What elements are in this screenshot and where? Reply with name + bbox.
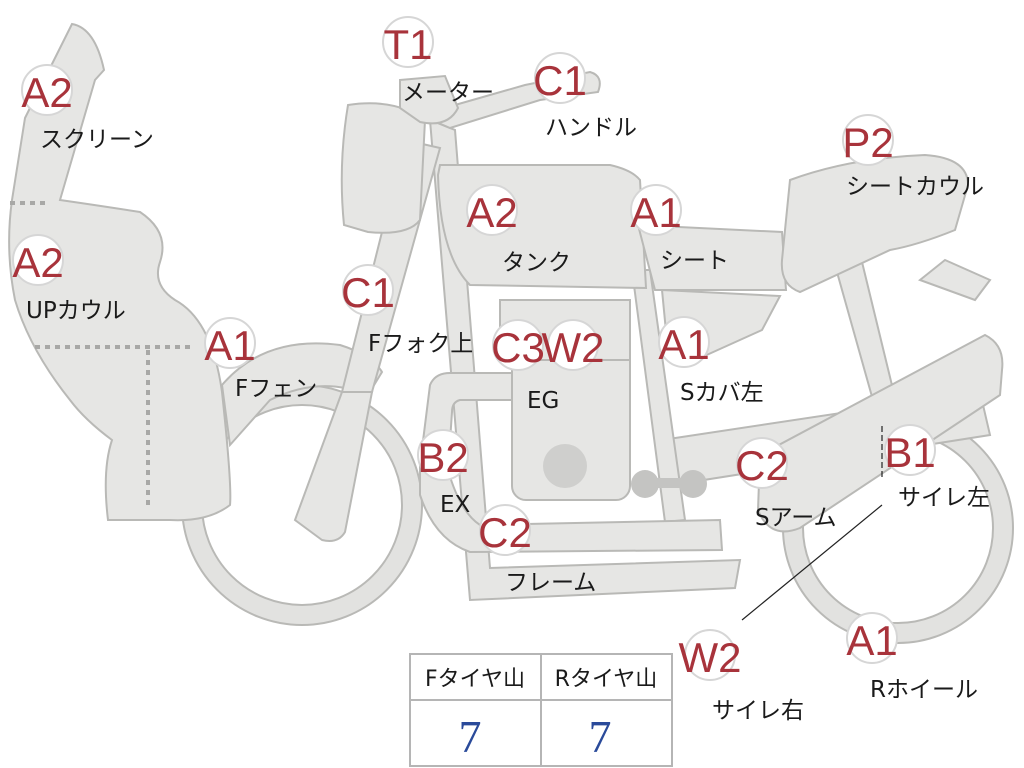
table-header-rear: Rタイヤ山 (555, 667, 658, 692)
part-label: シート (660, 248, 729, 274)
part-marker-rwheel: A1 Rホイール (846, 612, 978, 703)
tire-tread-table: Fタイヤ山 Rタイヤ山 7 7 (409, 653, 673, 767)
part-code: A1 (204, 322, 255, 369)
part-marker-tank: A2 タンク (466, 184, 571, 276)
cowl-shape (8, 22, 232, 522)
meter-shape (399, 74, 460, 125)
part-marker-siright: W2 サイレ右 (679, 629, 804, 724)
part-code: A2 (21, 69, 72, 116)
part-code: A1 (846, 617, 897, 664)
part-marker-ffork: C1 Fフォク上 (341, 264, 473, 357)
part-code: C1 (533, 57, 587, 104)
part-marker-seatcowl: P2 シートカウル (842, 114, 984, 200)
part-code: A1 (658, 321, 709, 368)
seat-shape (636, 223, 788, 291)
part-code: A2 (12, 239, 63, 286)
part-marker-screen: A2 スクリーン (21, 64, 154, 153)
part-code: C1 (341, 269, 395, 316)
part-label: サイレ右 (712, 698, 804, 724)
part-marker-sileft: B1 サイレ左 (884, 424, 990, 511)
part-label: タンク (502, 250, 571, 276)
part-marker-frame: C2 フレーム (478, 504, 596, 596)
part-code-2: W2 (542, 324, 605, 371)
part-label: フレーム (505, 570, 596, 596)
part-code: W2 (679, 634, 742, 681)
part-marker-eg: C3 W2 EG (491, 319, 605, 414)
part-label: EX (440, 492, 471, 518)
part-label: UPカウル (26, 298, 126, 324)
part-code: T1 (383, 21, 432, 68)
silencer-shape (756, 333, 1004, 533)
part-label: スクリーン (40, 127, 154, 153)
part-label: EG (527, 388, 559, 414)
table-value-front: 7 (459, 711, 482, 762)
headlight-shape (340, 102, 427, 234)
part-label: ハンドル (545, 115, 637, 141)
part-marker-upcowl: A2 UPカウル (12, 234, 126, 324)
part-code-1: C3 (491, 324, 545, 371)
part-label: Fフォク上 (368, 331, 473, 357)
part-code: C2 (735, 442, 789, 489)
part-label: Sアーム (755, 505, 837, 531)
part-code: A2 (466, 189, 517, 236)
part-code: C2 (478, 509, 532, 556)
part-marker-meter: T1 メーター (382, 16, 494, 106)
part-marker-sarm: C2 Sアーム (735, 437, 837, 531)
part-code: B2 (417, 434, 468, 481)
frame-shape (428, 118, 742, 602)
part-label: Fフェン (235, 376, 317, 402)
part-label: メーター (402, 80, 494, 106)
part-label: Rホイール (870, 677, 978, 703)
part-code: B1 (884, 429, 935, 476)
table-value-rear: 7 (589, 711, 612, 762)
part-marker-ex: B2 EX (417, 429, 471, 518)
part-label: サイレ左 (898, 485, 990, 511)
part-code: P2 (842, 119, 893, 166)
part-marker-ffender: A1 Fフェン (204, 317, 317, 402)
table-header-front: Fタイヤ山 (425, 667, 525, 692)
part-marker-handle: C1 ハンドル (533, 52, 637, 141)
part-label: シートカウル (846, 174, 984, 200)
part-marker-seat: A1 シート (630, 184, 729, 274)
part-code: A1 (630, 189, 681, 236)
part-marker-scover: A1 Sカバ左 (658, 316, 764, 406)
part-label: Sカバ左 (680, 380, 764, 406)
